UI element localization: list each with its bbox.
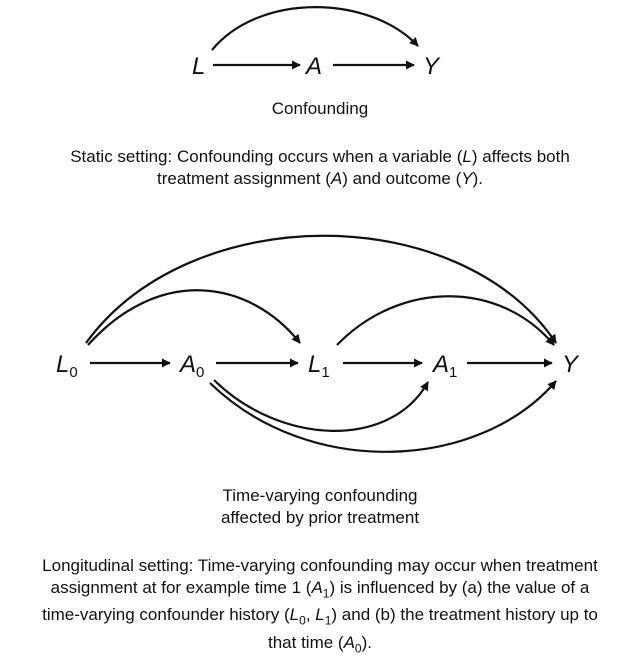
longitudinal-dag: L0 A0 L1 A1 Y	[56, 234, 580, 453]
node-A: A	[304, 53, 322, 80]
static-diagram-title: Confounding	[271, 99, 369, 118]
static-dag: L A Y	[192, 6, 441, 80]
longitudinal-diagram-description: Longitudinal setting: Time-varying confo…	[42, 556, 598, 656]
node-L: L	[192, 53, 205, 80]
node-Y: Y	[423, 53, 441, 80]
edge-L1-Y	[336, 295, 555, 346]
node-L0: L0	[56, 351, 78, 381]
longitudinal-diagram-title: Time-varying confounding affected by pri…	[220, 486, 420, 527]
edge-A0-A1	[213, 379, 429, 432]
node-A0: A0	[178, 351, 204, 381]
edge-L-Y	[211, 6, 419, 51]
static-diagram-description: Static setting: Confounding occurs when …	[70, 147, 570, 188]
edge-L0-L1	[87, 289, 301, 346]
node-L1: L1	[308, 351, 330, 381]
edge-A0-Y	[209, 380, 557, 453]
node-Y-long: Y	[562, 351, 580, 378]
node-A1: A1	[431, 351, 457, 381]
edge-L0-Y	[85, 234, 557, 344]
